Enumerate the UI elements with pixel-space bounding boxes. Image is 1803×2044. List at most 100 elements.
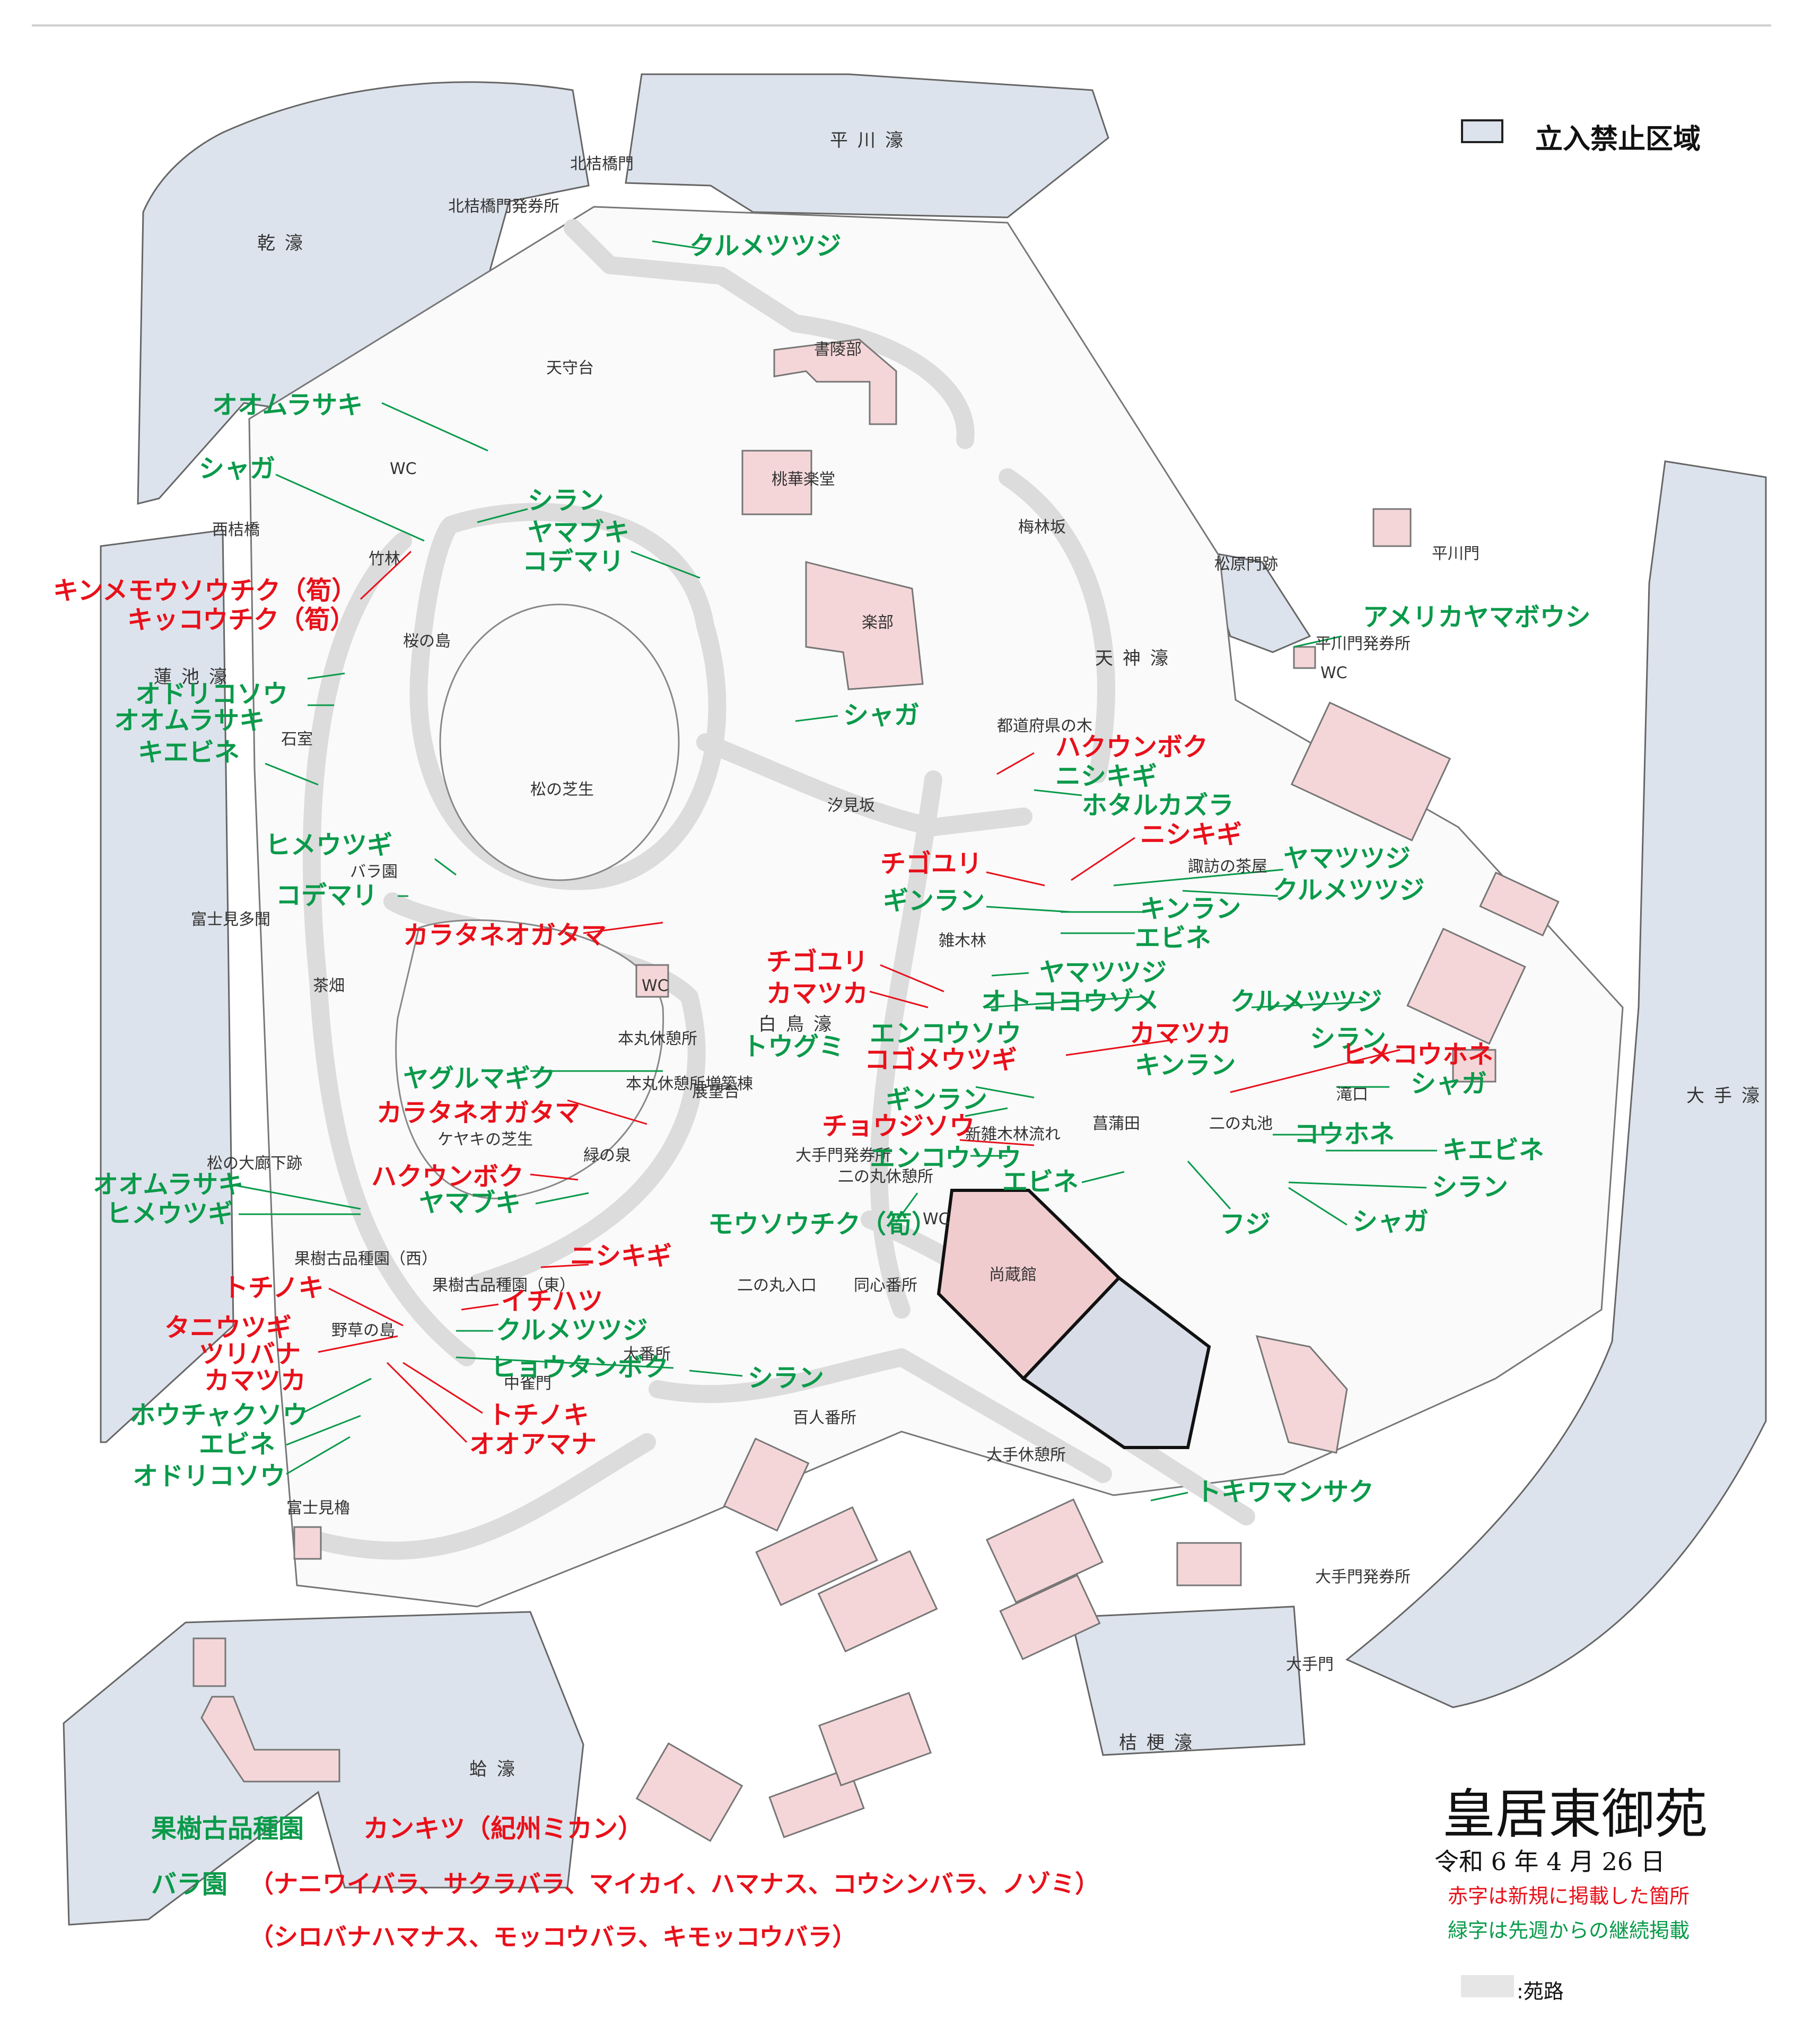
moat-label-ote: 大手濠: [1686, 1085, 1769, 1107]
bldg-hirakawa-1: [1372, 508, 1412, 547]
place-tenshudai: 天守台: [546, 359, 594, 378]
bldg-east-4: [1452, 1049, 1496, 1083]
bldg-west-2: [192, 1637, 226, 1687]
place-tokagakudo: 桃華楽堂: [772, 470, 835, 489]
place-zokibayashi: 雑木林: [939, 932, 986, 950]
place-matsubaramon: 松原門跡: [1214, 555, 1278, 574]
bottom-kajuen-item: カンキツ（紀州ミカン）: [363, 1814, 644, 1844]
path-zokibayashi: [870, 770, 942, 1319]
place-honmaru-rest: 本丸休憩所: [618, 1030, 697, 1048]
moat-label-tenjin: 天神濠: [1095, 648, 1178, 669]
place-baibayashizaka: 梅林坂: [1018, 518, 1066, 537]
plant-label: ホウチャクソウ: [130, 1400, 308, 1430]
lawns: [395, 603, 680, 1199]
place-nakaboyaku: 中雀門: [504, 1374, 552, 1393]
place-sakuranoshima: 桜の島: [403, 632, 451, 651]
place-ninomaruike: 二の丸池: [1209, 1115, 1273, 1133]
plant-label: ヒメコウホネ: [1342, 1040, 1494, 1069]
place-takiguchi: 滝口: [1336, 1085, 1368, 1104]
moat-hasuike: [100, 529, 234, 1443]
plant-label: キッコウチク（筍）: [127, 605, 356, 635]
place-tenbodai: 展望台: [692, 1083, 740, 1101]
path-north: [564, 219, 975, 449]
plant-label: ニシキギ: [1140, 820, 1242, 849]
plant-label: ヤグルマギク: [403, 1064, 556, 1093]
place-wc-honmaru: WC: [642, 977, 669, 995]
plant-label: イチハツ: [501, 1286, 603, 1316]
place-kitahanebashimon: 北桔橋門: [570, 155, 634, 173]
plant-label: オオムラサキ: [93, 1170, 244, 1199]
place-midorinoizumi: 緑の泉: [583, 1146, 631, 1165]
path-shiomizaka: [696, 733, 1032, 836]
plant-label: ヒメウツギ: [265, 830, 393, 860]
bldg-ninomaru-ops: [1255, 1335, 1348, 1454]
plant-label: キンメモウソウチク（筍）: [53, 576, 357, 606]
moat-ote: [1345, 460, 1767, 1708]
place-takebayashi: 竹林: [369, 550, 400, 568]
plant-label: チゴユリ: [880, 849, 983, 879]
place-ninomaru-entry: 二の丸入口: [737, 1276, 817, 1295]
plant-label: シャガ: [843, 700, 920, 730]
plant-label: エビネ: [199, 1429, 276, 1459]
plant-label: ヤマブキ: [528, 517, 630, 547]
legend-restricted-label: 立入禁止区域: [1535, 124, 1701, 155]
bldg-south-4: [999, 1574, 1101, 1661]
plant-label: カラタネオガタマ: [377, 1098, 581, 1128]
bldg-wc-honmaru: [635, 964, 669, 998]
plant-label: ホタルカズラ: [1082, 791, 1234, 820]
plant-label: シラン: [748, 1363, 825, 1393]
plant-label: トチノキ: [223, 1273, 324, 1303]
plant-label: クルメツツジ: [689, 231, 842, 261]
path-west-loop: [302, 532, 476, 1366]
bldg-west-block: [200, 1696, 340, 1783]
place-hirakawa-ticket: 平川門発券所: [1315, 635, 1411, 653]
plant-label: カマツカ: [766, 979, 869, 1008]
place-fujimitamon: 富士見多聞: [191, 910, 270, 929]
plant-label: ヒョウタンボク: [491, 1353, 669, 1382]
plant-label: コゴメウツギ: [864, 1045, 1018, 1075]
place-suwanochaya: 諏訪の茶屋: [1188, 857, 1267, 876]
plant-label: コデマリ: [522, 547, 625, 576]
place-ayamedakara: 菖蒲田: [1092, 1115, 1140, 1133]
plant-label: アメリカヤマボウシ: [1363, 602, 1591, 632]
plant-label: チゴユリ: [766, 947, 869, 977]
bldg-tokagakudo: [741, 450, 812, 515]
plant-label: ヒメウツギ: [106, 1199, 234, 1229]
place-doshinbansho: 同心番所: [854, 1276, 917, 1295]
shozokan-outline: [936, 1189, 1122, 1381]
bottom-bara-label: バラ園: [151, 1870, 228, 1899]
plant-label: オドリコソウ: [135, 679, 288, 709]
plant-label: キエビネ: [138, 738, 240, 767]
bldg-east-1: [1290, 701, 1451, 841]
plant-label: オオムラサキ: [212, 390, 363, 420]
moat-inui: [137, 81, 590, 505]
plant-label: シャガ: [199, 454, 276, 484]
place-nishihanebashi: 西桔橋: [212, 521, 260, 539]
plant-label: モウソウチク（筍）: [708, 1209, 938, 1239]
place-shinzoki: 新雑木林流れ: [965, 1125, 1061, 1144]
plant-label: ヤマツツジ: [1039, 958, 1167, 987]
place-otemon-ticket2: 大手門発券所: [795, 1146, 891, 1165]
plant-label: シャガ: [1411, 1069, 1487, 1099]
bldg-gakubu: [805, 561, 924, 690]
place-matsunoooroka: 松の大廊下跡: [207, 1154, 302, 1173]
plant-label: トウグミ: [742, 1032, 845, 1062]
place-kajuen-west: 果樹古品種園（西）: [294, 1250, 437, 1268]
moat-label-hirakawa: 平川濠: [830, 130, 913, 151]
place-wc-hirakawa: WC: [1320, 664, 1347, 682]
path-ote: [649, 1348, 1112, 1483]
path-legend-swatch: [1461, 1975, 1514, 1997]
path-central-loop: [409, 503, 727, 890]
lawn-matsunoshibafu: [439, 603, 680, 881]
place-honmaru-annex: 本丸休憩所増築棟: [626, 1075, 753, 1093]
bldg-east-2: [1406, 927, 1526, 1045]
path-legend-label: :苑路: [1517, 1980, 1564, 2003]
legend-restricted-swatch: [1461, 119, 1503, 143]
bldg-south-1: [755, 1506, 878, 1607]
place-todofuken: 都道府県の木: [997, 717, 1092, 735]
plant-label: ニシキギ: [570, 1241, 672, 1271]
plant-label: タニウツギ: [164, 1313, 292, 1343]
plant-label: オトコヨウゾメ: [981, 987, 1160, 1016]
plant-label: キンラン: [1140, 894, 1241, 924]
place-kajuen-east: 果樹古品種園（東）: [432, 1276, 575, 1295]
